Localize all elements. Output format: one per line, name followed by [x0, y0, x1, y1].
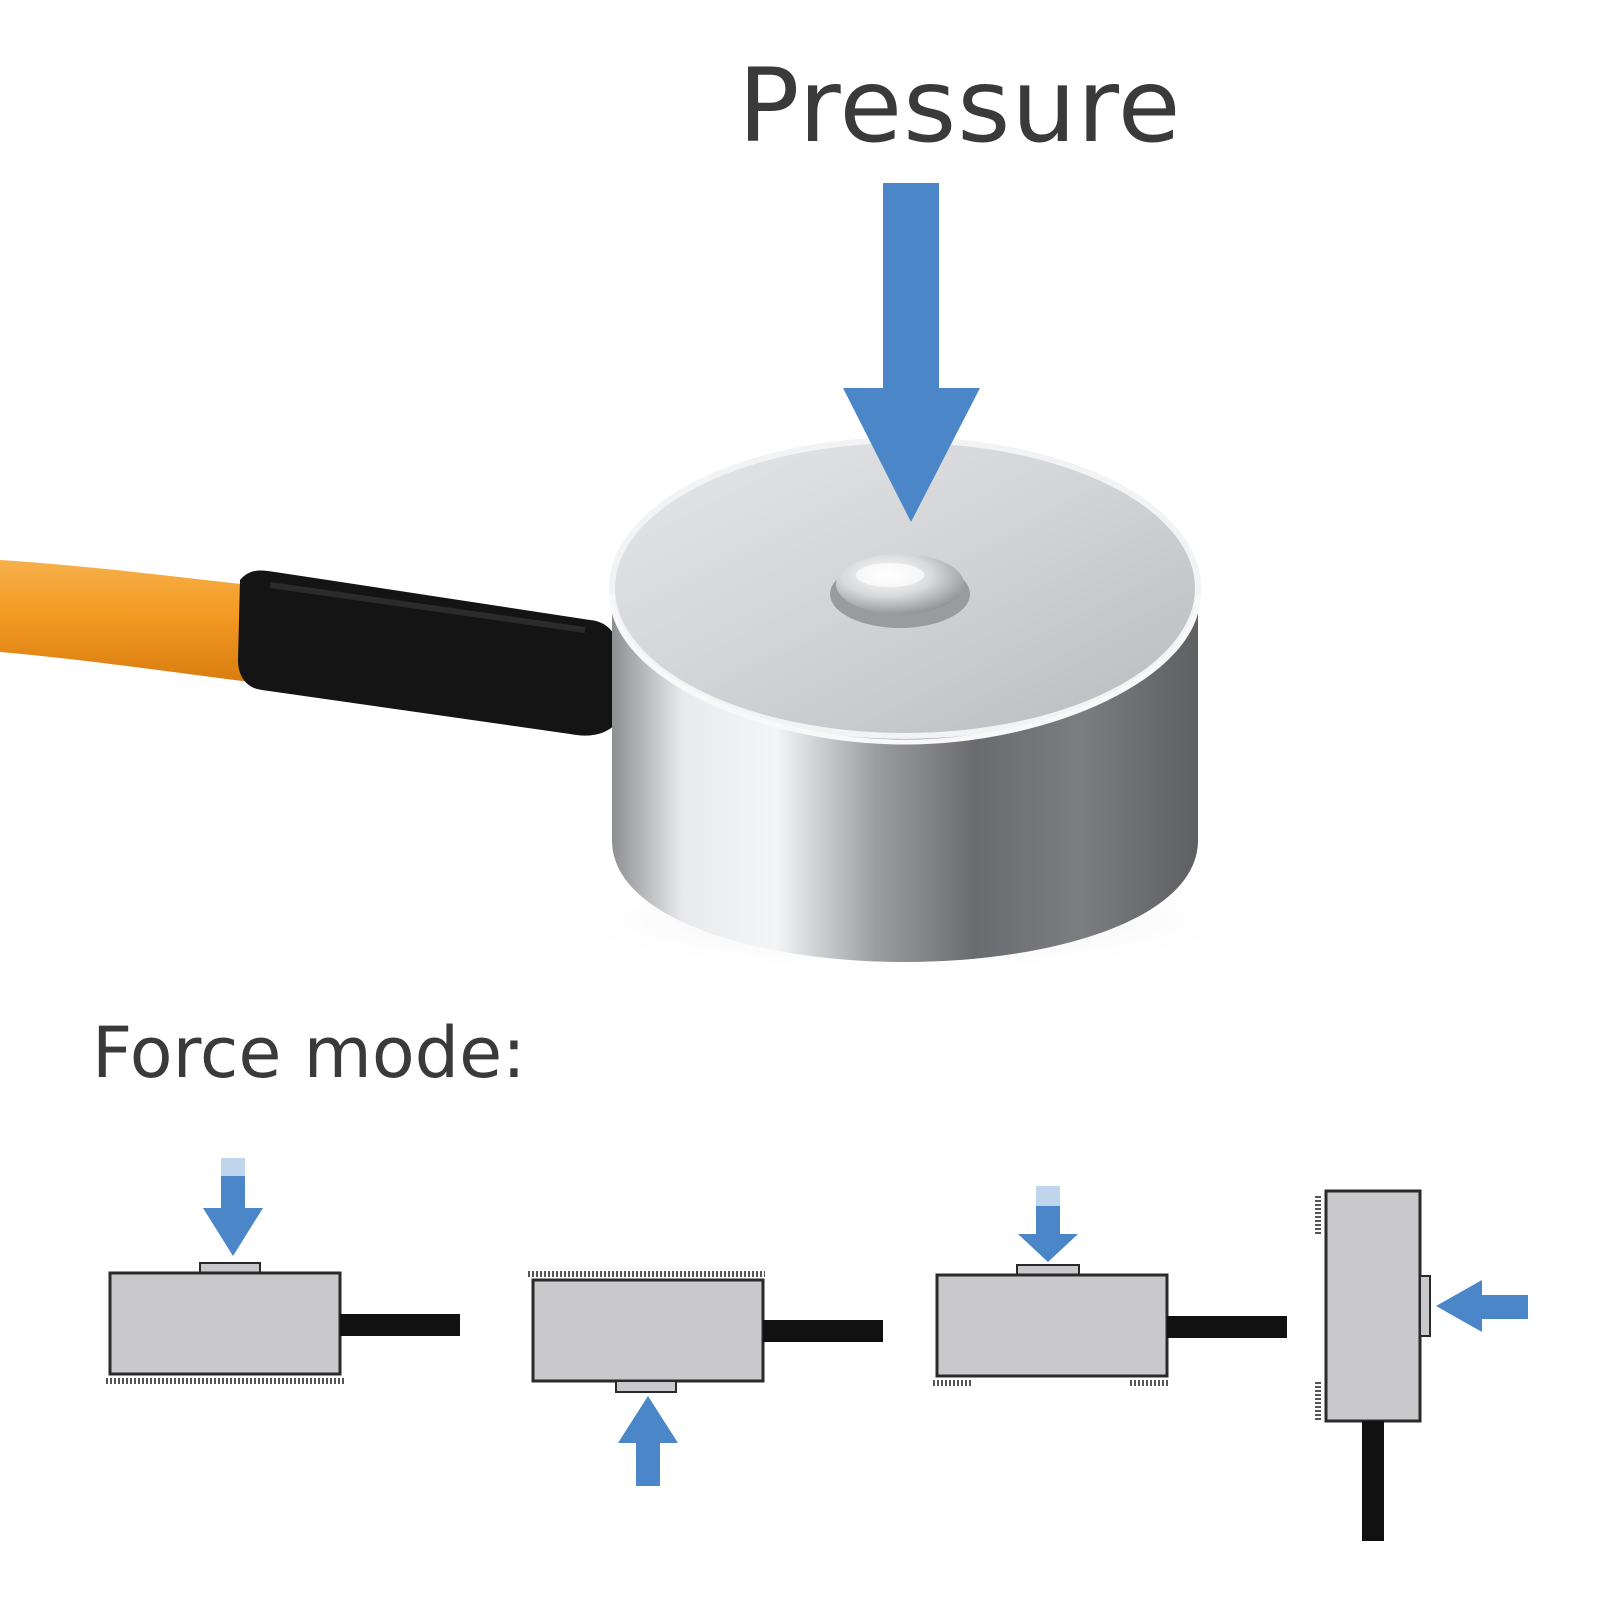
pressure-arrow-icon	[843, 183, 980, 522]
force-mode-diagram-top-load	[106, 1158, 460, 1384]
cable-sleeve	[238, 570, 620, 736]
pressure-label: Pressure	[738, 47, 1182, 166]
force-mode-label: Force mode:	[92, 1012, 526, 1094]
force-mode-diagram-top-load-feet	[933, 1186, 1287, 1386]
force-mode-diagram-bottom-load	[528, 1271, 883, 1486]
force-mode-diagram-side-load	[1315, 1189, 1528, 1541]
cable	[0, 560, 250, 682]
